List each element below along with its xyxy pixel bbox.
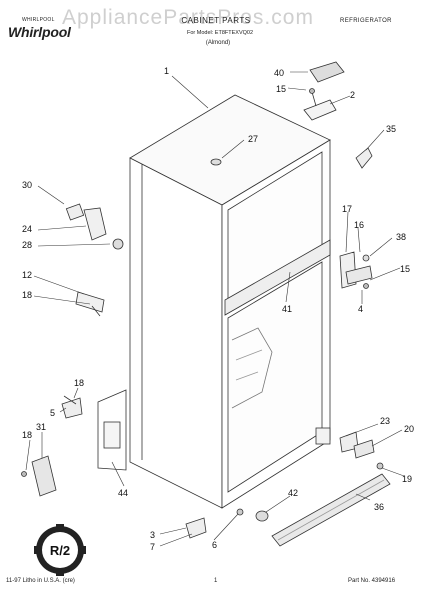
footer-part-number: Part No. 4394916	[348, 578, 396, 584]
model-number: For Model: ET8FTEXVQ02	[186, 30, 254, 36]
callout-18-mid: 18	[74, 378, 84, 388]
callout-24: 24	[22, 224, 32, 234]
callout-16: 16	[354, 220, 364, 230]
callout-35: 35	[386, 124, 396, 134]
cabinet-left-side	[129, 157, 223, 509]
callout-15-right: 15	[400, 264, 410, 274]
callout-36: 36	[374, 502, 384, 512]
callout-20: 20	[404, 424, 414, 434]
callout-27: 27	[248, 134, 258, 144]
callout-41: 41	[282, 304, 292, 314]
callout-2: 2	[350, 90, 355, 100]
callout-5: 5	[50, 408, 55, 418]
brand-logo-text: Whirlpool	[8, 24, 71, 40]
callout-15-top: 15	[276, 84, 286, 94]
footer-page-number: 1	[214, 578, 218, 584]
callout-23: 23	[380, 416, 390, 426]
callout-17: 17	[342, 204, 352, 214]
callout-4: 4	[358, 304, 363, 314]
callout-44: 44	[118, 488, 128, 498]
callout-31: 31	[36, 422, 46, 432]
callout-19: 19	[402, 474, 412, 484]
callout-42: 42	[288, 488, 298, 498]
callout-1: 1	[164, 66, 169, 76]
category-label: REFRIGERATOR	[340, 18, 392, 24]
callout-38: 38	[396, 232, 406, 242]
diagram-title: CABINET PARTS	[181, 16, 251, 25]
center-divider-rail	[224, 239, 331, 316]
callout-40: 40	[274, 68, 284, 78]
model-color: (Almond)	[205, 40, 231, 46]
watermark: AppliancePartsPros.com	[62, 6, 314, 29]
callout-30: 30	[22, 180, 32, 190]
logo-text: R/2	[50, 543, 70, 558]
parts-logo: R/2	[34, 524, 86, 576]
callout-7: 7	[150, 542, 155, 552]
callout-18-upper: 18	[22, 290, 32, 300]
callout-18-lower: 18	[22, 430, 32, 440]
callout-3: 3	[150, 530, 155, 540]
callout-12: 12	[22, 270, 32, 280]
footer-lithograph: 11-97 Litho in U.S.A. (cre)	[6, 578, 75, 584]
brand-superscript: WHIRLPOOL	[22, 17, 55, 23]
callout-28: 28	[22, 240, 32, 250]
callout-6: 6	[212, 540, 217, 550]
